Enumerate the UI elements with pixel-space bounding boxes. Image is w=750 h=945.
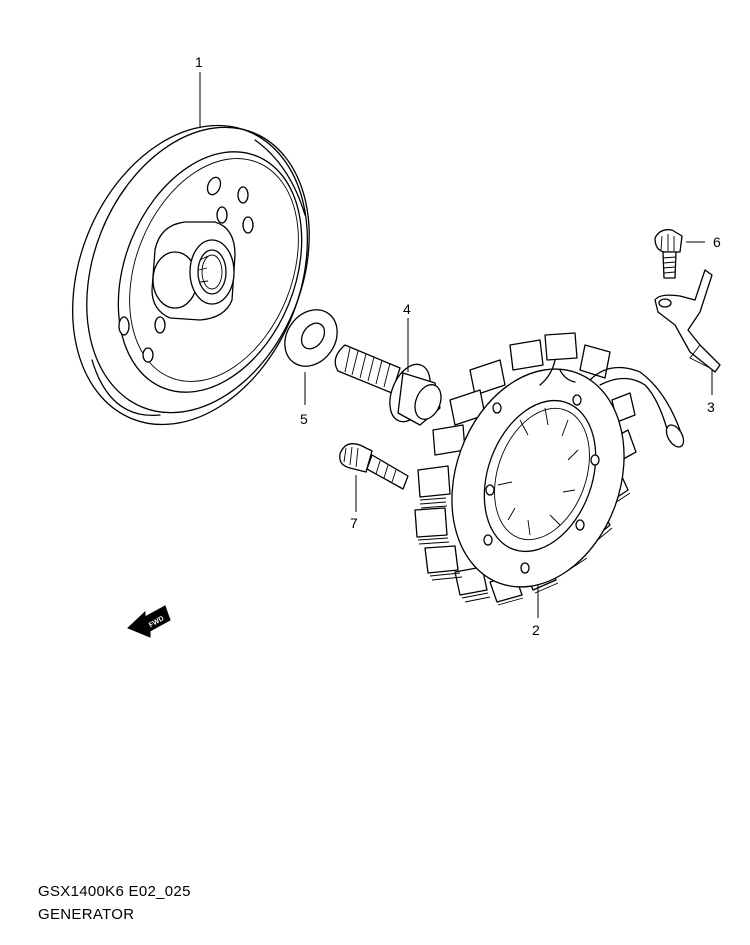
callout-4: 4 (403, 301, 411, 317)
fwd-arrow-icon: FWD (127, 605, 171, 638)
part-washer: 5 (284, 309, 338, 427)
part-clamp: 3 (654, 269, 721, 415)
diagram-title: GENERATOR (38, 906, 135, 923)
part-flange-bolt: 4 (334, 301, 442, 426)
callout-7: 7 (350, 515, 358, 531)
diagram-code: GSX1400K6 E02_025 (38, 883, 191, 900)
callout-3: 3 (707, 399, 715, 415)
callout-6: 6 (713, 234, 721, 250)
callout-2: 2 (532, 622, 540, 638)
callout-5: 5 (300, 411, 308, 427)
part-stator: 2 (414, 332, 685, 638)
callout-1: 1 (195, 54, 203, 70)
part-rotor: 1 (71, 54, 310, 426)
part-screw-7: 7 (339, 443, 409, 531)
part-screw-6: 6 (654, 229, 721, 279)
